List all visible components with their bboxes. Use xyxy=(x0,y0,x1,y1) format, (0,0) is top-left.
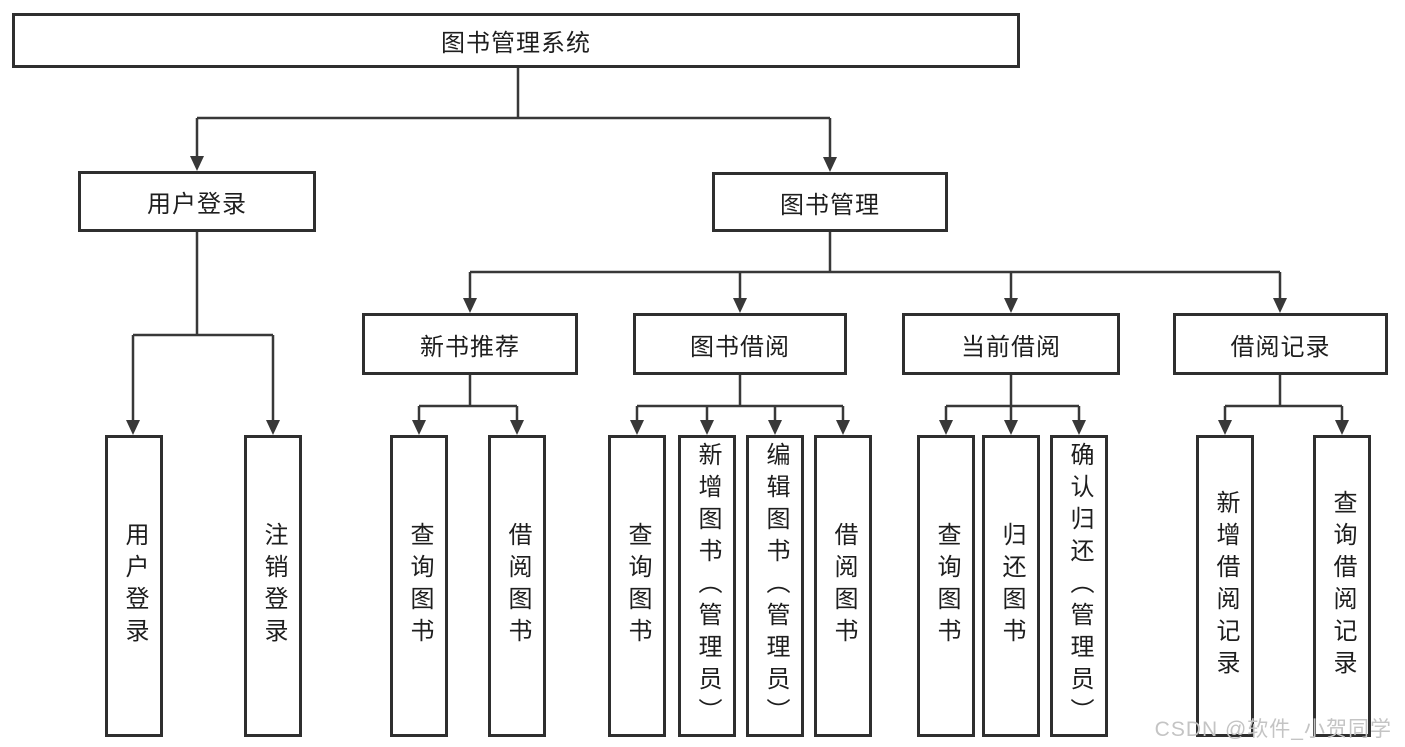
leaf-add-borrow-record-label: 新增借阅记录 xyxy=(1212,490,1239,682)
leaf-query-borrow-record-label: 查询借阅记录 xyxy=(1329,490,1356,682)
leaf-edit-book-admin: 编辑图书（管理员） xyxy=(746,435,804,737)
node-borrow-records: 借阅记录 xyxy=(1173,313,1388,375)
leaf-query-borrow-record: 查询借阅记录 xyxy=(1313,435,1371,737)
leaf-query-books-borrow-label: 查询图书 xyxy=(624,522,651,650)
node-book-management: 图书管理 xyxy=(712,172,948,232)
node-current-borrow: 当前借阅 xyxy=(902,313,1120,375)
leaf-edit-book-admin-label: 编辑图书（管理员） xyxy=(762,442,789,730)
leaf-user-login-label: 用户登录 xyxy=(121,522,148,650)
csdn-watermark: CSDN @软件_小贺同学 xyxy=(1154,718,1392,741)
leaf-user-login: 用户登录 xyxy=(105,435,163,737)
leaf-return-books: 归还图书 xyxy=(982,435,1040,737)
leaf-borrow-books: 借阅图书 xyxy=(814,435,872,737)
leaf-add-book-admin-label: 新增图书（管理员） xyxy=(694,442,721,730)
leaf-borrow-books-label: 借阅图书 xyxy=(830,522,857,650)
leaf-confirm-return-admin-label: 确认归还（管理员） xyxy=(1066,442,1093,730)
leaf-borrow-books-recommend: 借阅图书 xyxy=(488,435,546,737)
node-user-login: 用户登录 xyxy=(78,171,316,232)
node-new-book-recommend: 新书推荐 xyxy=(362,313,578,375)
connector-root-split xyxy=(190,68,837,172)
leaf-query-books-current-label: 查询图书 xyxy=(933,522,960,650)
connector-book-management-split xyxy=(463,232,1287,313)
leaf-logout: 注销登录 xyxy=(244,435,302,737)
leaf-borrow-books-recommend-label: 借阅图书 xyxy=(504,522,531,650)
connector-current-borrow-split xyxy=(939,375,1086,435)
leaf-add-borrow-record: 新增借阅记录 xyxy=(1196,435,1254,737)
connector-borrow-record-split xyxy=(1218,375,1349,435)
leaf-query-books-borrow: 查询图书 xyxy=(608,435,666,737)
leaf-logout-label: 注销登录 xyxy=(260,522,287,650)
leaf-query-books-current: 查询图书 xyxy=(917,435,975,737)
leaf-add-book-admin: 新增图书（管理员） xyxy=(678,435,736,737)
connector-user-login-split xyxy=(126,232,280,435)
connector-book-borrow-split xyxy=(630,375,850,435)
leaf-query-books-recommend: 查询图书 xyxy=(390,435,448,737)
connector-new-book-split xyxy=(412,375,524,435)
node-root: 图书管理系统 xyxy=(12,13,1020,68)
leaf-return-books-label: 归还图书 xyxy=(998,522,1025,650)
leaf-query-books-recommend-label: 查询图书 xyxy=(406,522,433,650)
node-book-borrow: 图书借阅 xyxy=(633,313,847,375)
leaf-confirm-return-admin: 确认归还（管理员） xyxy=(1050,435,1108,737)
